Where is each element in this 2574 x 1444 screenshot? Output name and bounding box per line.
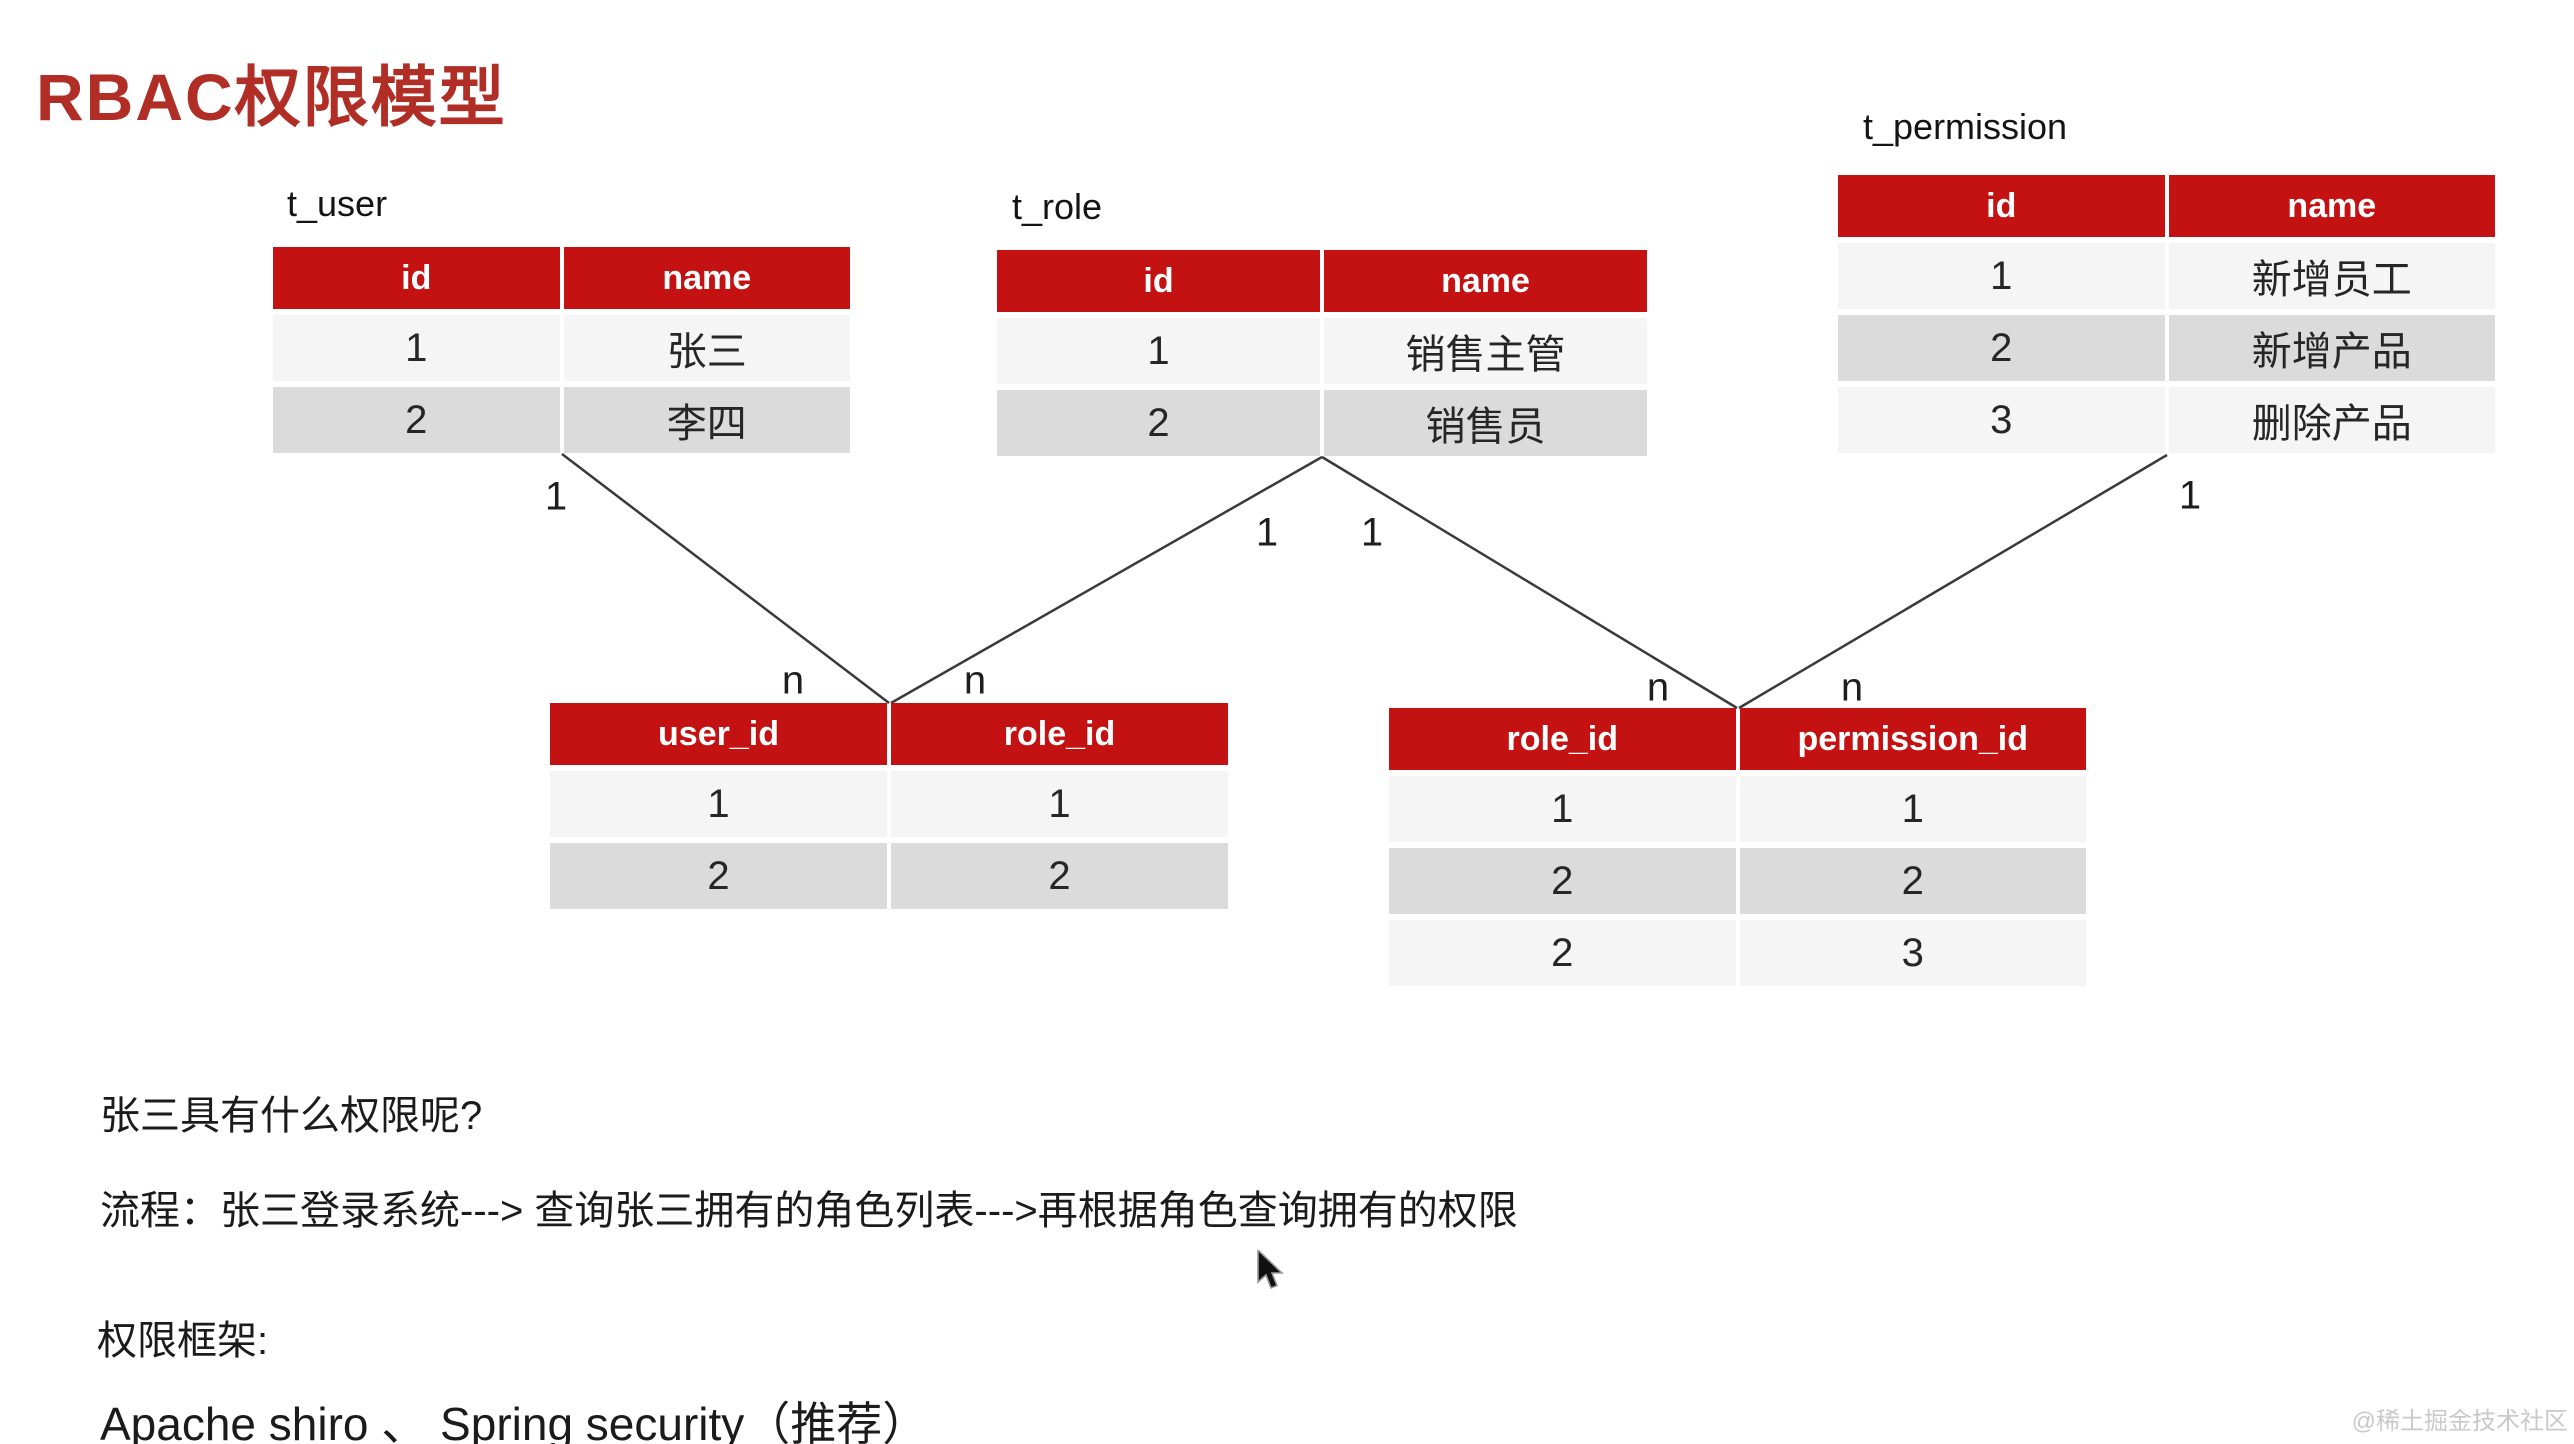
table-t-role: id name 1 销售主管 2 销售员: [997, 250, 1647, 456]
table-row: 2 李四: [273, 387, 850, 453]
column-header: name: [1324, 250, 1647, 312]
column-header: role_id: [891, 703, 1228, 765]
table-t-user: id name 1 张三 2 李四: [273, 247, 850, 453]
table-cell: 1: [1838, 243, 2165, 309]
table-cell: 2: [1389, 920, 1736, 986]
cardinality-label-many: n: [1840, 665, 1864, 710]
note-flow: 流程：张三登录系统---> 查询张三拥有的角色列表--->再根据角色查询拥有的权…: [100, 1189, 1518, 1233]
table-cell: 销售员: [1324, 390, 1647, 456]
cardinality-label-one: 1: [2178, 473, 2202, 518]
table-cell: 3: [1838, 387, 2165, 453]
table-t-role-permission: role_id permission_id 1 1 2 2 2 3: [1389, 708, 2086, 986]
page-title: RBAC权限模型: [36, 60, 507, 134]
table-cell: 1: [891, 771, 1228, 837]
table-row: 1 新增员工: [1838, 243, 2495, 309]
column-header: name: [2168, 175, 2495, 237]
table-cell: 2: [273, 387, 560, 453]
table-cell: 张三: [563, 315, 850, 381]
table-label-t-role: t_role: [1012, 186, 1103, 227]
table-row: 2 2: [1389, 848, 2086, 914]
table-cell: 1: [1739, 776, 2086, 842]
table-cell: 新增员工: [2168, 243, 2495, 309]
table-t-user-role: user_id role_id 1 1 2 2: [550, 703, 1228, 909]
table-row: 1 销售主管: [997, 318, 1647, 384]
relation-line-role-userrole: [890, 455, 1323, 705]
table-header-row: id name: [997, 250, 1647, 312]
note-framework-heading: 权限框架:: [97, 1319, 269, 1363]
table-row: 3 删除产品: [1838, 387, 2495, 453]
relation-line-user-userrole: [561, 453, 890, 704]
cardinality-label-one: 1: [544, 474, 568, 519]
relation-line-perm-roleperm: [1738, 453, 2168, 710]
table-cell: 2: [997, 390, 1320, 456]
table-row: 2 新增产品: [1838, 315, 2495, 381]
table-cell: 2: [1389, 848, 1736, 914]
table-cell: 李四: [563, 387, 850, 453]
column-header: id: [1838, 175, 2165, 237]
column-header: role_id: [1389, 708, 1736, 770]
table-header-row: id name: [1838, 175, 2495, 237]
table-t-permission: id name 1 新增员工 2 新增产品 3 删除产品: [1838, 175, 2495, 453]
table-cell: 1: [997, 318, 1320, 384]
table-row: 1 1: [550, 771, 1228, 837]
table-label-t-user: t_user: [287, 183, 388, 224]
column-header: name: [563, 247, 850, 309]
mouse-cursor-icon: [1257, 1250, 1284, 1290]
table-cell: 2: [1739, 848, 2086, 914]
table-header-row: user_id role_id: [550, 703, 1228, 765]
table-cell: 1: [550, 771, 887, 837]
column-header: id: [997, 250, 1320, 312]
table-cell: 1: [273, 315, 560, 381]
cardinality-label-one: 1: [1360, 510, 1384, 555]
table-row: 2 销售员: [997, 390, 1647, 456]
table-cell: 3: [1739, 920, 2086, 986]
column-header: user_id: [550, 703, 887, 765]
column-header: permission_id: [1739, 708, 2086, 770]
table-row: 2 2: [550, 843, 1228, 909]
cardinality-label-many: n: [1646, 665, 1670, 710]
cardinality-label-many: n: [963, 658, 987, 703]
table-label-t-permission: t_permission: [1863, 106, 2068, 147]
table-cell: 1: [1389, 776, 1736, 842]
table-cell: 2: [550, 843, 887, 909]
cardinality-label-many: n: [781, 658, 805, 703]
note-frameworks: Apache shiro 、 Spring security（推荐）: [100, 1398, 929, 1444]
note-question: 张三具有什么权限呢?: [100, 1094, 483, 1138]
watermark: @稀土掘金技术社区: [2351, 1408, 2568, 1435]
table-header-row: id name: [273, 247, 850, 309]
cardinality-label-one: 1: [1255, 510, 1279, 555]
column-header: id: [273, 247, 560, 309]
table-cell: 销售主管: [1324, 318, 1647, 384]
table-cell: 新增产品: [2168, 315, 2495, 381]
table-cell: 删除产品: [2168, 387, 2495, 453]
table-cell: 2: [1838, 315, 2165, 381]
table-row: 1 张三: [273, 315, 850, 381]
table-cell: 2: [891, 843, 1228, 909]
relation-line-role-roleperm: [1321, 455, 1738, 710]
table-header-row: role_id permission_id: [1389, 708, 2086, 770]
table-row: 2 3: [1389, 920, 2086, 986]
table-row: 1 1: [1389, 776, 2086, 842]
